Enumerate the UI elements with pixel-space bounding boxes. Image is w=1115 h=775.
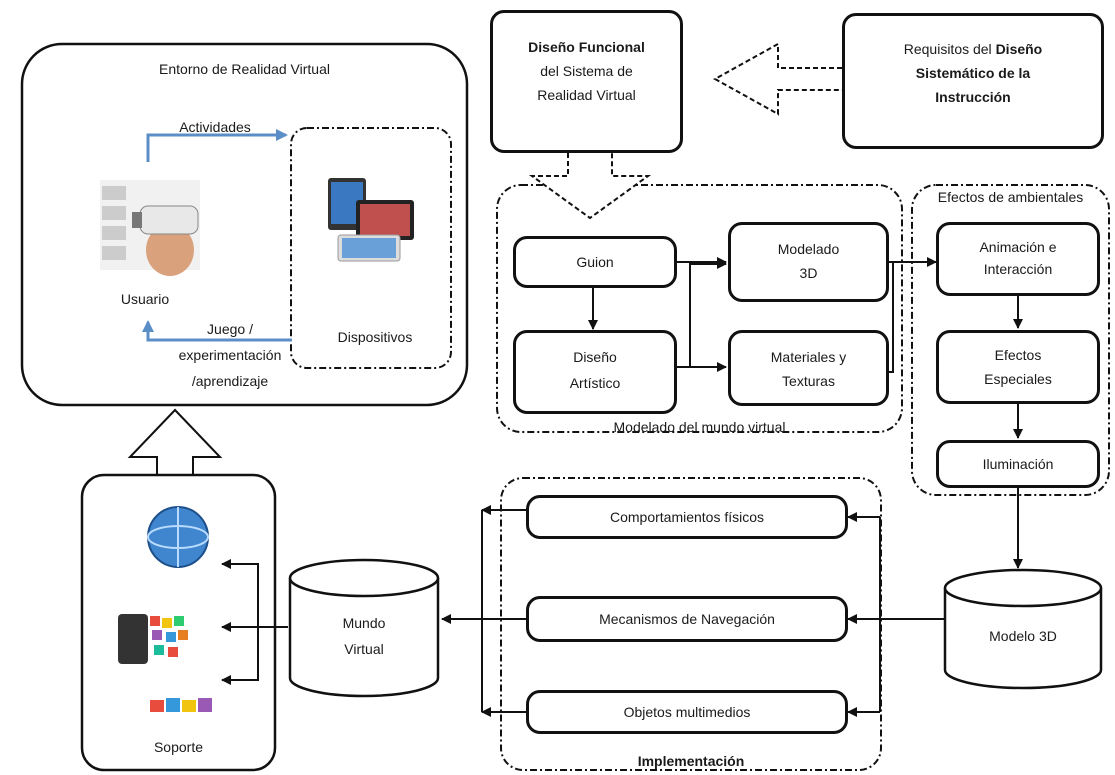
- model-3d-cylinder: [943, 568, 1103, 690]
- lighting-box: [936, 440, 1100, 488]
- implementation-caption: Implementación: [637, 753, 745, 769]
- globe-icon: [147, 506, 209, 568]
- requirements-line3: Instrucción: [935, 89, 1011, 105]
- support-label: Soporte: [153, 739, 204, 755]
- animation-box: [936, 222, 1100, 296]
- ambient-effects-caption: Efectos de ambientales: [937, 189, 1084, 205]
- requirements-line1-prefix: Requisitos del: [903, 41, 996, 57]
- materials-box: [728, 330, 889, 406]
- devices-dashed-box: [290, 127, 452, 369]
- world-modeling-caption: Modelado del mundo virtual: [613, 419, 786, 435]
- materials-label-line2: Texturas: [782, 373, 835, 389]
- art-design-box: [513, 330, 677, 414]
- script-box: [513, 236, 677, 288]
- vr-environment-box: [20, 42, 469, 407]
- functional-design-line3: Realidad Virtual: [537, 87, 636, 103]
- navigation-box: [526, 596, 848, 642]
- requirements-box: [842, 13, 1104, 149]
- materials-to-animation-connector: [889, 262, 894, 373]
- feedback-arrow: [142, 320, 292, 342]
- navigation-label: Mecanismos de Navegación: [599, 611, 775, 627]
- model-3d-label: Modelo 3D: [989, 628, 1057, 644]
- animation-label-line2: Interacción: [983, 261, 1053, 277]
- modeling-3d-label-line1: Modelado: [777, 241, 840, 257]
- world-to-blocks-arrow: [221, 627, 259, 685]
- requirements-line1: Requisitos del Diseño: [842, 38, 1104, 60]
- art-design-label-line1: Diseño: [573, 349, 617, 365]
- vr-environment-title: Entorno de Realidad Virtual: [159, 61, 330, 77]
- support-to-environment-hollow-arrow: [127, 408, 223, 500]
- requirements-line2: Sistemático de la: [915, 65, 1031, 81]
- feedback-label-line3: /aprendizaje: [191, 373, 269, 389]
- multimedia-box: [526, 690, 848, 734]
- world-to-globe-arrow: [221, 559, 259, 627]
- physics-label: Comportamientos físicos: [609, 509, 765, 525]
- design-to-modeling-hollow-arrow: [528, 153, 652, 220]
- requirements-line1-bold: Diseño: [995, 41, 1043, 57]
- user-label: Usuario: [120, 291, 170, 307]
- multimedia-label: Objetos multimedios: [623, 704, 751, 720]
- ambient-effects-dashed-box: [911, 184, 1110, 496]
- art-to-modeling3d-arrow: [689, 259, 727, 367]
- modeling-3d-label-line2: 3D: [799, 265, 818, 281]
- materials-label-line1: Materiales y: [770, 349, 847, 365]
- implementation-dashed-box: [500, 477, 882, 771]
- feedback-label-line1: Juego /: [207, 321, 253, 337]
- special-effects-label-line2: Especiales: [984, 371, 1052, 387]
- virtual-world-label-line1: Mundo: [342, 615, 386, 631]
- lighting-label: Iluminación: [982, 456, 1054, 472]
- functional-design-line1: Diseño Funcional: [528, 39, 645, 55]
- activities-arrow: [146, 129, 288, 162]
- requirements-to-design-hollow-arrow: [712, 42, 842, 116]
- virtual-world-cylinder: [288, 558, 440, 698]
- animation-label-line1: Animación e: [979, 239, 1057, 255]
- blocks-icon: [150, 698, 212, 712]
- activities-label: Actividades: [179, 119, 251, 135]
- script-label: Guion: [576, 254, 614, 270]
- functional-design-line2: del Sistema de: [540, 63, 633, 79]
- virtual-world-label-line2: Virtual: [344, 641, 384, 657]
- functional-design-box: [490, 10, 683, 153]
- devices-label: Dispositivos: [337, 329, 413, 345]
- physics-box: [526, 495, 848, 539]
- feedback-label-line2: experimentación: [178, 347, 282, 363]
- modeling-3d-box: [728, 222, 889, 302]
- user-vr-headset-image: [100, 180, 200, 276]
- apps-icon: [118, 614, 188, 664]
- special-effects-box: [936, 330, 1100, 404]
- special-effects-label-line1: Efectos: [994, 347, 1042, 363]
- art-design-label-line2: Artístico: [569, 375, 621, 391]
- devices-image: [328, 178, 414, 262]
